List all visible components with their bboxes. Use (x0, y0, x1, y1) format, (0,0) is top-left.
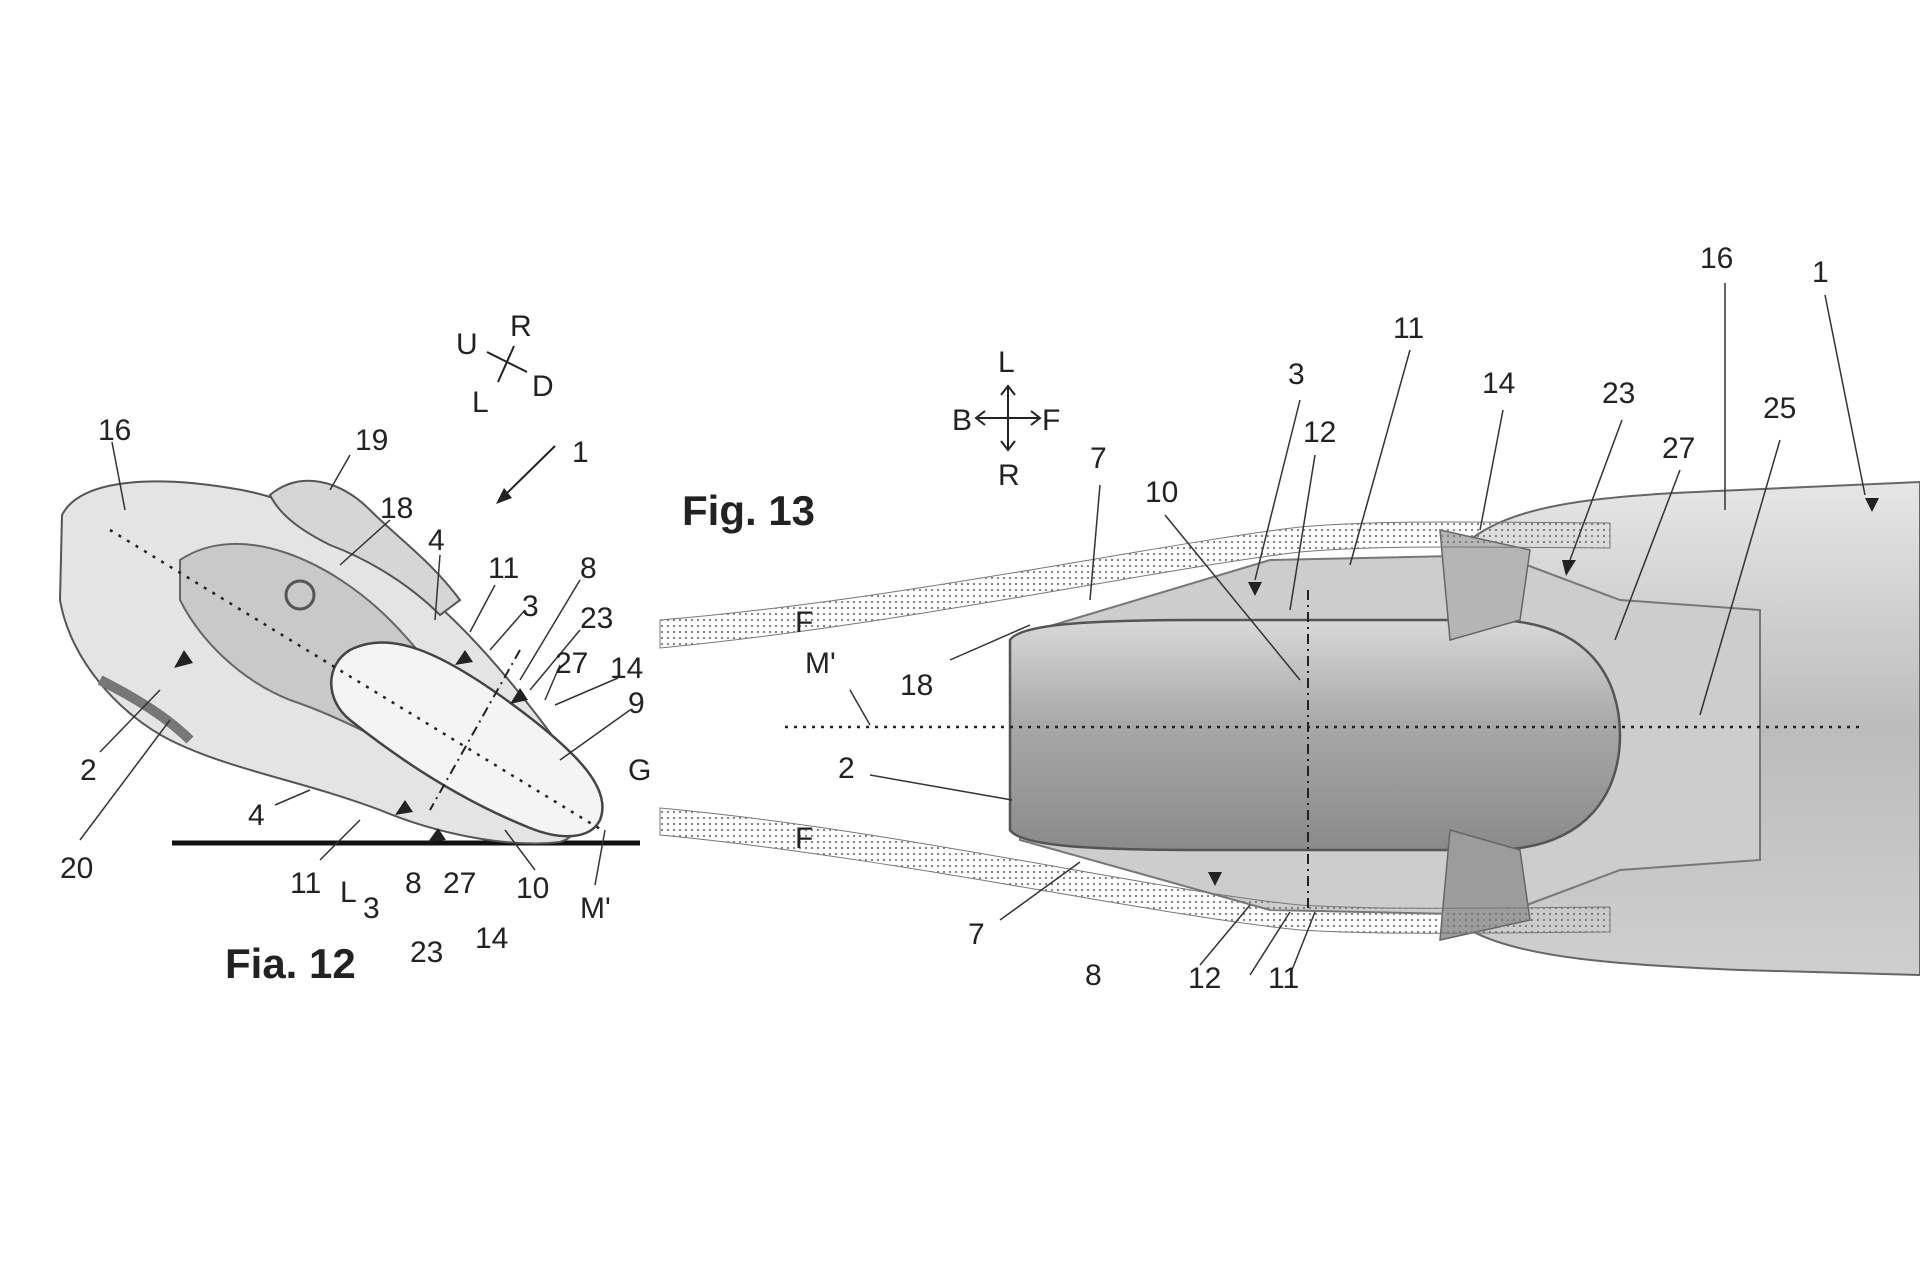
fig13-flow-label-upper: F (795, 606, 813, 639)
fig12-compass-l: L (472, 386, 489, 419)
fig13-compass-bottom: R (998, 459, 1020, 492)
fig13-compass-right: F (1042, 404, 1060, 437)
fig12-label: 18 (380, 492, 413, 525)
fig12-compass-d: D (532, 370, 554, 403)
fig13-compass (976, 386, 1040, 450)
fig13-label: 7 (1090, 442, 1107, 475)
fig12-label: 10 (516, 872, 549, 905)
fig12-label: 14 (610, 652, 643, 685)
fig12-label: 14 (475, 922, 508, 955)
fig12-label: 4 (248, 799, 265, 832)
fig12-label: L (340, 876, 357, 909)
fig13-label: 25 (1763, 392, 1796, 425)
fig12-compass-r: R (510, 310, 532, 343)
fig13-label: 14 (1482, 367, 1515, 400)
fig12-label: 3 (363, 892, 380, 925)
fig12-label: 1 (572, 436, 589, 469)
fig13-label: 7 (968, 918, 985, 951)
fig12-label: 8 (580, 552, 597, 585)
fig12-label: 11 (290, 867, 321, 900)
fig12-label: 16 (98, 414, 131, 447)
fig13-compass-left: B (952, 404, 972, 437)
fig13-compass-top: L (998, 346, 1015, 379)
fig12-label: 8 (405, 867, 422, 900)
fig13-label: 12 (1188, 962, 1221, 995)
fig13-label: 11 (1393, 312, 1424, 345)
fig13-label: 11 (1268, 962, 1299, 995)
fig12-label: 3 (522, 590, 539, 623)
fig13-label: 1 (1812, 256, 1829, 289)
fig12-label: 19 (355, 424, 388, 457)
fig12-label: 23 (410, 936, 443, 969)
fig13-label: 2 (838, 752, 855, 785)
fig13-label: 10 (1145, 476, 1178, 509)
fig13-tank (1010, 620, 1620, 850)
fig12-compass (487, 346, 527, 382)
fig12-label: 23 (580, 602, 613, 635)
fig12-label: 27 (555, 647, 588, 680)
fig13-flow-label-lower: F (795, 822, 813, 855)
fig12-label: 27 (443, 867, 476, 900)
fig13-label: 27 (1662, 432, 1695, 465)
fig13-label: 12 (1303, 416, 1336, 449)
fig12-label: 20 (60, 852, 93, 885)
fig13-label: 16 (1700, 242, 1733, 275)
fig12-label: M' (580, 892, 611, 925)
fig12-arrow-1 (502, 446, 555, 498)
fig12-caption: Fia. 12 (225, 940, 356, 987)
fig13-label: 18 (900, 669, 933, 702)
fig12-label: 11 (488, 552, 519, 585)
fig12-label: 2 (80, 754, 97, 787)
fig13-caption: Fig. 13 (682, 487, 815, 534)
fig13-label: 8 (1085, 959, 1102, 992)
fig12-drawing (60, 346, 640, 885)
fig12-label: G (628, 754, 651, 787)
fig12-compass-u: U (456, 328, 478, 361)
fig13-label: 3 (1288, 358, 1305, 391)
fig13-label: M' (805, 647, 836, 680)
fig12-label: 9 (628, 687, 645, 720)
fig13-label: 23 (1602, 377, 1635, 410)
fig12-label: 4 (428, 524, 445, 557)
